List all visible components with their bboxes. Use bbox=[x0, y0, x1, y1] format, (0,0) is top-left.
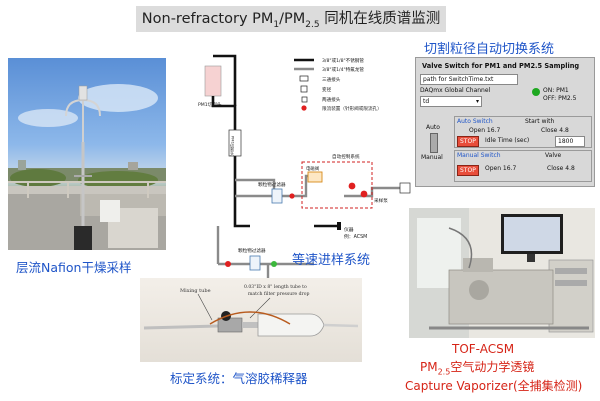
legend-teflon: 3/8"或1/4"特氟龙管 bbox=[322, 66, 364, 73]
start-with-label: Start with bbox=[525, 118, 555, 125]
daq-channel-select[interactable]: td▾ bbox=[420, 96, 482, 107]
acsm-caption-2: PM2.5空气动力学透镜 bbox=[420, 360, 535, 377]
chevron-down-icon: ▾ bbox=[475, 98, 479, 105]
stop-button-manual[interactable]: STOP bbox=[457, 165, 479, 176]
valve-label: Valve bbox=[545, 152, 562, 159]
legend-restrictor: 限流装置（针形阀或限流孔） bbox=[322, 105, 382, 112]
auto-switch-label: Auto Switch bbox=[457, 118, 493, 125]
off-label: OFF: PM2.5 bbox=[543, 95, 577, 102]
tube-spec-label-1: 0.03"ID x 8" length tube to bbox=[244, 284, 307, 290]
open-label-1: Open 16.7 bbox=[469, 127, 501, 134]
valve-switch-panel: Valve Switch for PM1 and PM2.5 Sampling … bbox=[415, 57, 595, 187]
manual-switch-label: Manual Switch bbox=[457, 152, 501, 159]
instrument-label-2: 例：ACSM bbox=[344, 233, 367, 240]
manual-label: Manual bbox=[421, 154, 443, 161]
pm1-cutter-label: PM1切割头 bbox=[198, 101, 222, 108]
legend-reducer: 变径 bbox=[322, 86, 332, 93]
flow-schematic: 3/8"或1/8"不锈钢管 3/8"或1/4"特氟龙管 三通接头 变径 两通接头… bbox=[198, 54, 411, 290]
mixing-tube-label: Mixing tube bbox=[180, 288, 211, 294]
cutter-vertical-label: PM1切割头 bbox=[229, 136, 235, 156]
rooftop-sampling-photo bbox=[8, 58, 166, 250]
auto-switch-group: Auto Switch Start with Open 16.7 Close 4… bbox=[454, 116, 592, 148]
auto-label: Auto bbox=[426, 124, 440, 131]
idle-time-input[interactable]: 1800 bbox=[555, 136, 585, 147]
nafion-caption: 层流Nafion干燥采样 bbox=[16, 260, 132, 275]
legend-union: 两通接头 bbox=[322, 96, 341, 103]
tof-acsm-photo bbox=[409, 208, 595, 338]
legend-tee: 三通接头 bbox=[322, 76, 341, 83]
filter-2-label: 颗粒物过滤器 bbox=[238, 247, 266, 254]
tube-spec-label-2: match filter pressure drop bbox=[248, 291, 309, 297]
acsm-caption-3: Capture Vaporizer(全捕集检测) bbox=[405, 379, 583, 393]
status-led-icon bbox=[532, 88, 540, 96]
aerosol-dilutor-photo: Mixing tube 0.03"ID x 8" length tube to … bbox=[140, 278, 362, 362]
auto-control-label: 自动控制系统 bbox=[332, 153, 360, 160]
calibration-caption: 标定系统：气溶胶稀释器 bbox=[170, 371, 308, 386]
manual-switch-group: Manual Switch Valve STOP Open 16.7 Close… bbox=[454, 150, 592, 182]
acsm-caption-1: TOF-ACSM bbox=[452, 342, 515, 356]
daq-label: DAQmx Global Channel bbox=[420, 87, 491, 94]
close-label-2: Close 4.8 bbox=[547, 165, 575, 172]
panel-title: Valve Switch for PM1 and PM2.5 Sampling bbox=[422, 62, 580, 70]
filter-1-label: 颗粒物过滤器 bbox=[258, 181, 286, 188]
solenoid-label: 电磁阀 bbox=[306, 165, 319, 172]
path-input[interactable]: path for SwitchTime.txt bbox=[420, 74, 518, 85]
open-label-2: Open 16.7 bbox=[485, 165, 517, 172]
idle-time-label: Idle Time (sec) bbox=[485, 137, 530, 144]
legend-steel: 3/8"或1/8"不锈钢管 bbox=[322, 57, 364, 64]
page-title: Non-refractory PM1/PM2.5 同机在线质谱监测 bbox=[136, 6, 446, 32]
valve-system-caption: 切割粒径自动切换系统 bbox=[424, 42, 555, 57]
legend: 3/8"或1/8"不锈钢管 3/8"或1/4"特氟龙管 三通接头 变径 两通接头… bbox=[294, 57, 382, 112]
pump-label: 采样泵 bbox=[374, 197, 388, 204]
on-label: ON: PM1 bbox=[543, 87, 569, 94]
isokinetic-caption: 等速进样系统 bbox=[292, 253, 371, 268]
instrument-label-1: 仪器 bbox=[344, 227, 354, 233]
mode-toggle[interactable] bbox=[430, 133, 438, 153]
stop-button-auto[interactable]: STOP bbox=[457, 136, 479, 147]
close-label-1: Close 4.8 bbox=[541, 127, 569, 134]
